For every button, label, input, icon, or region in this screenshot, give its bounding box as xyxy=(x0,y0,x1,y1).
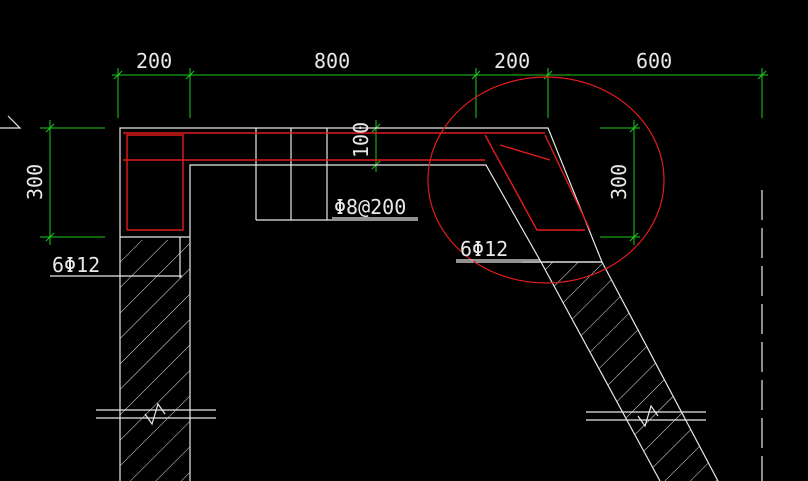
top-dimension-chain xyxy=(112,68,768,118)
dim-800: 800 xyxy=(314,49,350,73)
break-symbol-right xyxy=(586,404,706,428)
stirrup-label: Φ8@200 xyxy=(334,195,406,219)
dim-600: 600 xyxy=(636,49,672,73)
dim-200-right: 200 xyxy=(494,49,530,73)
dim-slab-thickness: 100 xyxy=(349,122,373,158)
dim-200-left: 200 xyxy=(136,49,172,73)
rebar-label-left: 6Φ12 xyxy=(52,253,100,277)
rebar-label-right: 6Φ12 xyxy=(460,237,508,261)
right-height-dimension xyxy=(600,120,640,245)
level-marker-icon xyxy=(0,115,22,129)
rebar-cage xyxy=(123,132,591,231)
break-symbol-left xyxy=(96,402,216,426)
dim-height-right: 300 xyxy=(607,164,631,200)
dim-height-left: 300 xyxy=(23,164,47,200)
left-height-dimension xyxy=(40,120,105,245)
highlight-circle xyxy=(427,76,665,284)
structure-outline xyxy=(119,127,763,481)
leader-lines xyxy=(50,217,540,277)
